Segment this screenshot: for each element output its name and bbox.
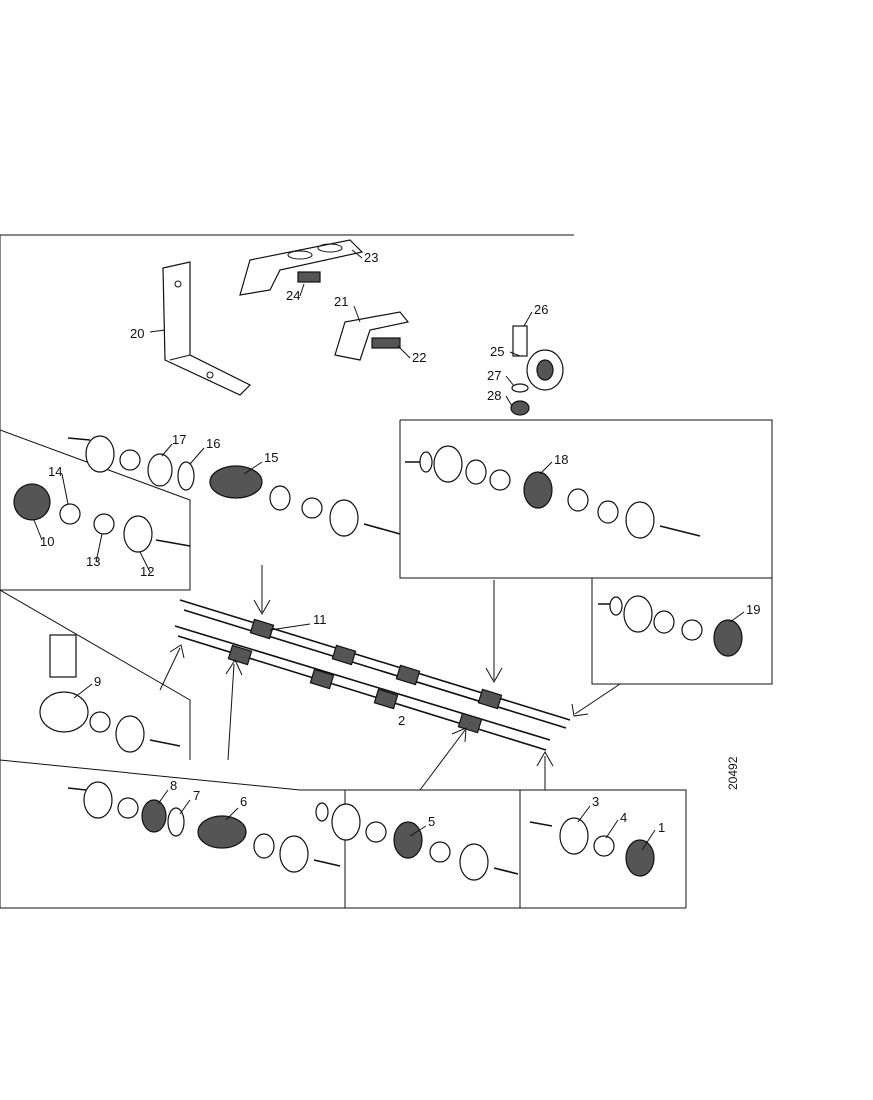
pipe-2 xyxy=(174,625,551,751)
callout-24: 24 xyxy=(286,288,300,303)
callout-26: 26 xyxy=(534,302,548,317)
callout-25: 25 xyxy=(490,344,504,359)
callout-17: 17 xyxy=(172,432,186,447)
callout-19: 19 xyxy=(746,602,760,617)
callout-14: 14 xyxy=(48,464,62,479)
fitting-25-28 xyxy=(510,325,564,416)
callout-6: 6 xyxy=(240,794,247,809)
callout-12: 12 xyxy=(140,564,154,579)
callout-20: 20 xyxy=(130,326,144,341)
callout-10: 10 xyxy=(40,534,54,549)
bracket-21 xyxy=(334,311,410,361)
callout-21: 21 xyxy=(334,294,348,309)
callout-15: 15 xyxy=(264,450,278,465)
callout-2: 2 xyxy=(398,713,405,728)
callout-5: 5 xyxy=(428,814,435,829)
assembly-10-17 xyxy=(13,435,401,553)
pipe-11 xyxy=(179,599,571,729)
drawing-code: 20492 xyxy=(726,756,740,790)
callout-3: 3 xyxy=(592,794,599,809)
callout-27: 27 xyxy=(487,368,501,383)
callout-18: 18 xyxy=(554,452,568,467)
callout-labels: 1 2 3 4 5 6 7 8 9 10 11 12 13 14 15 16 1… xyxy=(40,250,760,835)
callout-7: 7 xyxy=(193,788,200,803)
pointer-arrows xyxy=(159,565,621,791)
assembly-9 xyxy=(39,634,181,753)
assembly-5 xyxy=(315,802,519,881)
callout-11: 11 xyxy=(313,612,327,627)
assembly-18 xyxy=(405,445,701,539)
callout-13: 13 xyxy=(86,554,100,569)
assembly-19 xyxy=(598,595,743,657)
callout-8: 8 xyxy=(170,778,177,793)
callout-28: 28 xyxy=(487,388,501,403)
assembly-6-8 xyxy=(67,781,341,873)
callout-23: 23 xyxy=(364,250,378,265)
callout-16: 16 xyxy=(206,436,220,451)
leader-lines xyxy=(33,249,745,851)
callout-22: 22 xyxy=(412,350,426,365)
assembly-1-4 xyxy=(529,817,655,877)
bracket-20 xyxy=(162,261,252,396)
frame-lines xyxy=(0,234,773,909)
callout-1: 1 xyxy=(658,820,665,835)
bracket-23 xyxy=(239,239,364,296)
callout-9: 9 xyxy=(94,674,101,689)
callout-4: 4 xyxy=(620,810,627,825)
